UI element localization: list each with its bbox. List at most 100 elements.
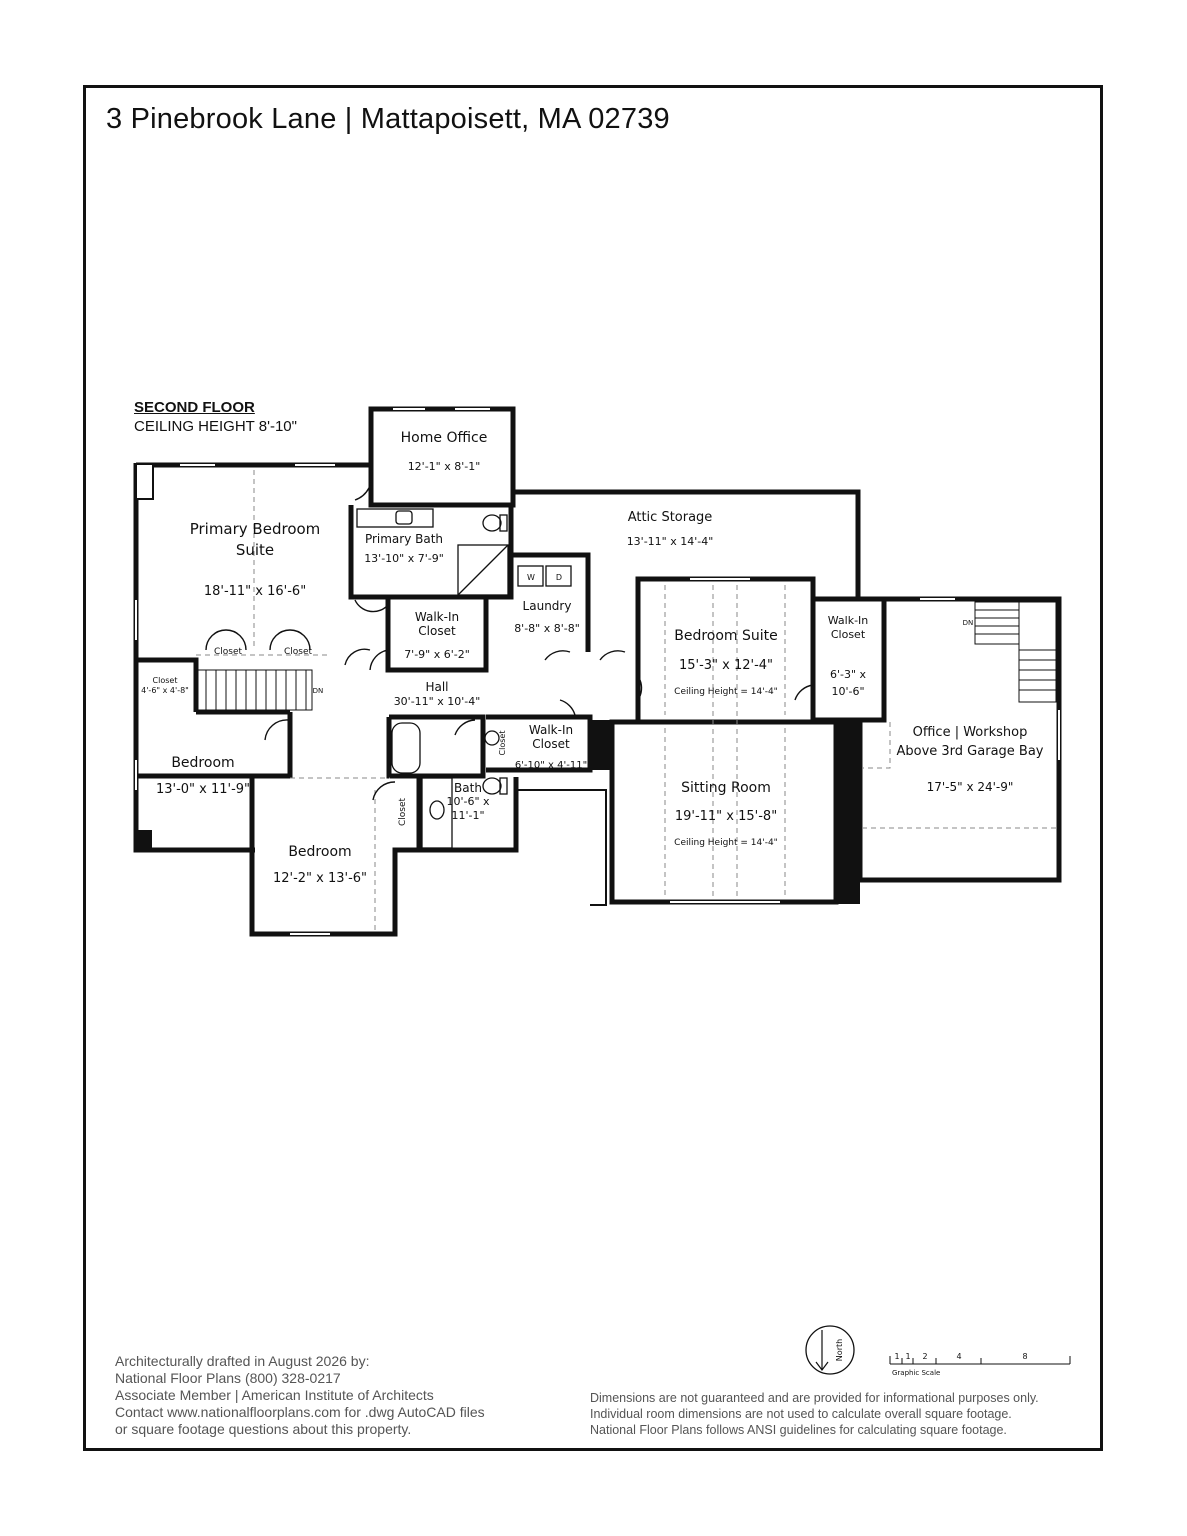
closet-a-label: Closet [214, 647, 243, 657]
walls [133, 406, 1062, 937]
room-dimensions: 19'-11" x 15'-8" [675, 809, 777, 824]
room-name: Bedroom [288, 844, 351, 860]
room-walkin-closet-primary: Walk-In Closet 7'-9" x 6'-2" [404, 610, 470, 661]
room-home-office: Home Office 12'-1" x 8'-1" [401, 430, 488, 473]
room-name: Primary Bath [365, 532, 443, 546]
credit-line: Contact www.nationalfloorplans.com for .… [115, 1404, 485, 1420]
room-name: Hall [425, 680, 448, 694]
fixtures [356, 508, 572, 849]
floor-ceiling-height: CEILING HEIGHT 8'-10" [134, 418, 297, 435]
room-dimensions: 12'-1" x 8'-1" [408, 460, 481, 473]
room-name-line2: Closet [532, 737, 570, 751]
windows [135, 408, 1060, 935]
room-dimensions: 13'-10" x 7'-9" [364, 552, 444, 565]
room-dimensions: 13'-0" x 11'-9" [156, 782, 250, 797]
room-name-line2: Above 3rd Garage Bay [896, 744, 1043, 759]
room-name-line2: Closet [418, 624, 456, 638]
page-border [83, 85, 1103, 1451]
room-hall: Hall 30'-11" x 10'-4" [394, 680, 481, 708]
room-primary-bedroom: Primary Bedroom Suite 18'-11" x 16'-6" [190, 520, 321, 599]
graphic-scale: 1 1 2 4 8 Graphic Scale [889, 1352, 1071, 1377]
room-name: Bedroom Suite [674, 628, 778, 644]
room-closets: Closet Closet Closet 4'-6" x 4'-8" DN [141, 647, 323, 695]
disclaimer-line: Dimensions are not guaranteed and are pr… [590, 1391, 1039, 1405]
room-dimensions: 6'-10" x 4'-11" [515, 760, 587, 771]
floor-heading: SECOND FLOOR [134, 399, 255, 416]
room-name: Walk-In [415, 610, 459, 624]
scale-tick-label: 2 [922, 1352, 927, 1361]
room-name: Walk-In [529, 723, 573, 737]
room-bath: Bath 10'-6" x 11'-1" Closet [446, 731, 507, 822]
room-dimensions: 12'-2" x 13'-6" [273, 871, 367, 886]
compass-arrowhead [815, 1361, 829, 1371]
scale-tick-label: 8 [1022, 1352, 1027, 1361]
room-primary-bath: Primary Bath 13'-10" x 7'-9" [364, 532, 444, 565]
dashed-lines [196, 470, 1056, 930]
room-dimensions: 18'-11" x 16'-6" [204, 584, 306, 599]
scale-tick-label: 1 [905, 1352, 910, 1361]
stairs-dn-label: DN [963, 619, 974, 627]
room-name: Bath [454, 781, 482, 795]
north-compass: North [805, 1325, 855, 1375]
closet-small-label: Closet [153, 676, 178, 685]
room-sitting-room: Sitting Room 19'-11" x 15'-8" Ceiling He… [674, 780, 778, 848]
wall-blocks [136, 720, 860, 904]
room-name-line2: Suite [236, 541, 274, 559]
disclaimer-line: Individual room dimensions are not used … [590, 1407, 1012, 1421]
room-ceiling-height: Ceiling Height = 14'-4" [674, 838, 778, 848]
room-dimensions: 17'-5" x 24'-9" [927, 780, 1014, 794]
room-bedroom-2: Bedroom 12'-2" x 13'-6" Closet [273, 798, 408, 886]
closet-hall-label: Closet [498, 731, 507, 756]
room-dimensions: 7'-9" x 6'-2" [404, 648, 470, 661]
room-attic-storage: Attic Storage 13'-11" x 14'-4" [627, 510, 714, 548]
room-walkin-closet-suite: Walk-In Closet 6'-3" x 10'-6" [828, 614, 869, 698]
room-name: Walk-In [828, 614, 869, 627]
room-name-line2: Closet [831, 628, 866, 641]
disclaimer-line: National Floor Plans follows ANSI guidel… [590, 1423, 1007, 1437]
room-name: Home Office [401, 430, 488, 446]
compass-label: North [835, 1339, 844, 1361]
room-dimensions-line2: 11'-1" [451, 809, 484, 822]
room-dimensions: 15'-3" x 12'-4" [679, 658, 773, 673]
room-name: Attic Storage [628, 510, 713, 525]
drafting-credits: Architecturally drafted in August 2026 b… [115, 1353, 485, 1438]
washer-label: W [527, 573, 535, 582]
closet-bedroom2-label: Closet [398, 798, 408, 827]
credit-line: or square footage questions about this p… [115, 1421, 412, 1437]
room-name: Office | Workshop [913, 725, 1028, 740]
compass-circle [805, 1325, 855, 1375]
scale-tick-label: 4 [956, 1352, 961, 1361]
room-walkin-closet-hall: Walk-In Closet 6'-10" x 4'-11" [515, 723, 587, 771]
stairs-right [974, 601, 1057, 703]
scale-tick-label: 1 [894, 1352, 899, 1361]
closet-b-label: Closet [284, 647, 313, 657]
room-name: Laundry [523, 599, 572, 613]
door-swings [205, 469, 814, 801]
room-dimensions: 13'-11" x 14'-4" [627, 535, 714, 548]
disclaimer: Dimensions are not guaranteed and are pr… [590, 1390, 1039, 1438]
wall-column [135, 463, 607, 906]
room-bedroom-suite: Bedroom Suite 15'-3" x 12'-4" Ceiling He… [674, 628, 778, 697]
room-name: Sitting Room [681, 780, 771, 796]
stairs-left [195, 669, 313, 711]
room-dimensions: 10'-6" x [446, 795, 490, 808]
credit-line: Associate Member | American Institute of… [115, 1387, 434, 1403]
dryer-label: D [556, 573, 562, 582]
scale-label: Graphic Scale [892, 1369, 940, 1377]
room-dimensions-line2: 10'-6" [831, 685, 864, 698]
room-office-workshop: Office | Workshop Above 3rd Garage Bay 1… [896, 619, 1043, 794]
page-title: 3 Pinebrook Lane | Mattapoisett, MA 0273… [106, 103, 670, 135]
closet-small-dim: 4'-6" x 4'-8" [141, 686, 189, 695]
room-name: Bedroom [171, 755, 234, 771]
room-ceiling-height: Ceiling Height = 14'-4" [674, 687, 778, 697]
room-laundry: W D Laundry 8'-8" x 8'-8" [514, 573, 580, 635]
room-name: Primary Bedroom [190, 520, 321, 538]
credit-line: National Floor Plans (800) 328-0217 [115, 1370, 341, 1386]
room-dimensions: 6'-3" x [830, 668, 867, 681]
room-dimensions: 30'-11" x 10'-4" [394, 695, 481, 708]
room-dimensions: 8'-8" x 8'-8" [514, 622, 580, 635]
room-bedroom-1: Bedroom 13'-0" x 11'-9" [156, 755, 250, 797]
stairs-dn-label: DN [313, 687, 324, 695]
credit-line: Architecturally drafted in August 2026 b… [115, 1353, 370, 1369]
